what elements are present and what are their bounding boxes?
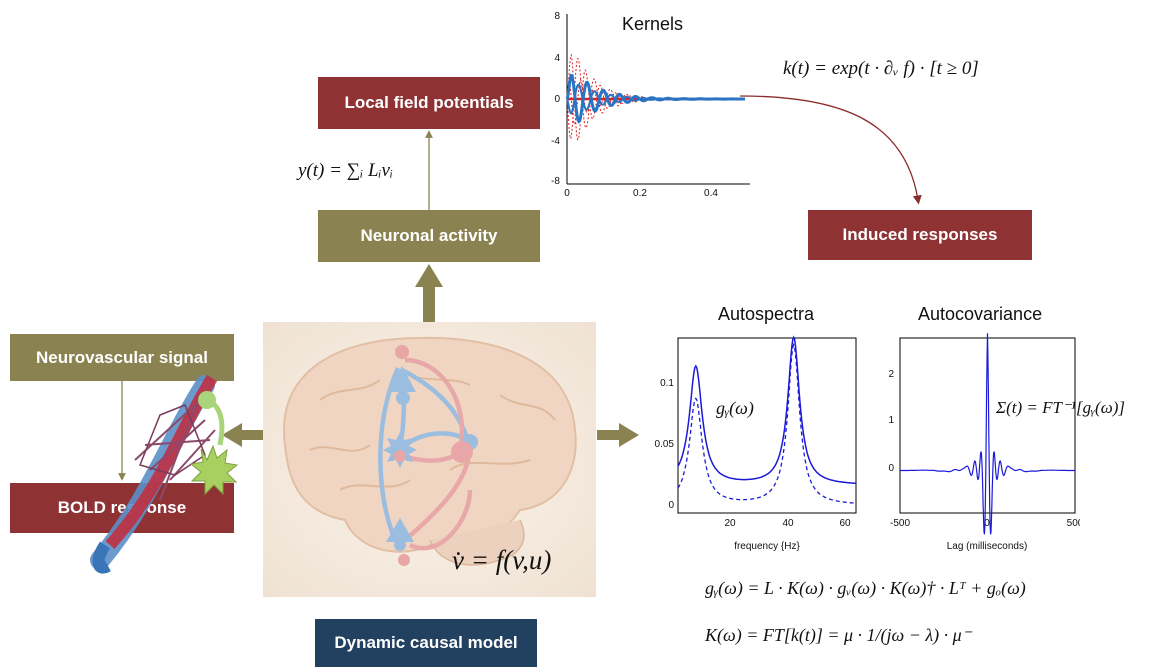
neurovascular-signal-box: Neurovascular signal xyxy=(10,334,234,381)
gy-label: gᵧ(ω) xyxy=(716,398,754,418)
autocov-xtick: -500 xyxy=(890,518,910,529)
autospectra-ytick: 0.05 xyxy=(655,439,675,450)
autospectra-curve xyxy=(677,335,856,485)
autocov-xtick: 0 xyxy=(984,518,990,529)
autospectra-title: Autospectra xyxy=(718,304,815,324)
arrow-dcm-to-neurovascular xyxy=(222,423,264,447)
autospectra-xtick: 20 xyxy=(724,518,736,529)
autospectra-curve xyxy=(677,342,857,504)
local-field-potentials-box: Local field potentials xyxy=(318,77,540,129)
kernels-xtick: 0 xyxy=(564,188,570,199)
blood-vessel-illustration xyxy=(90,374,239,574)
autospectra-xtick: 60 xyxy=(839,518,851,529)
lfp-equation: y(t) = ∑ᵢ Lᵢvᵢ xyxy=(298,160,393,181)
autocov-ytick: 1 xyxy=(888,415,894,426)
kernels-ytick: 4 xyxy=(554,53,560,64)
arrow-kernels-to-induced xyxy=(739,95,922,205)
kernels-xtick: 0.2 xyxy=(633,188,647,199)
autospectra-ytick: 0.1 xyxy=(660,378,674,389)
kernels-title: Kernels xyxy=(622,14,684,34)
sigma-equation: Σ(t) = FT⁻¹[gᵧ(ω)] xyxy=(996,398,1126,417)
autocovariance-title: Autocovariance xyxy=(918,304,1043,324)
dcm-equation: v̇ = f(v,u) xyxy=(452,545,552,575)
kernels-ytick: 8 xyxy=(554,11,560,22)
kernel-equation: k(t) = exp(t · ∂ᵥ f) · [t ≥ 0] xyxy=(783,58,979,79)
neuronal-activity-box: Neuronal activity xyxy=(318,210,540,262)
spectral-density-equation: gᵧ(ω) = L · K(ω) · gᵥ(ω) · K(ω)† · Lᵀ + … xyxy=(705,578,1026,598)
autocov-ytick: 0 xyxy=(888,463,894,474)
kernels-ytick: 0 xyxy=(554,94,560,105)
arrow-dcm-to-neuronal xyxy=(415,264,443,323)
kernels-ytick: -4 xyxy=(551,136,560,147)
kernels-plot: 8 4 0 -4 -8 0 0.2 0.4 xyxy=(551,11,750,199)
autospectra-plot: 0.1 0.05 0 20 40 60 frequency {Hz} xyxy=(655,335,857,552)
autospectra-xtick: 40 xyxy=(782,518,794,529)
kernel-curve xyxy=(566,83,745,115)
arrow-dcm-to-spectra xyxy=(597,423,639,447)
kernels-xtick: 0.4 xyxy=(704,188,718,199)
kernel-curve xyxy=(566,78,745,125)
kernels-ytick: -8 xyxy=(551,176,560,187)
neuron-nodes xyxy=(383,345,478,566)
autocov-ytick: 2 xyxy=(888,369,894,380)
dynamic-causal-model-box: Dynamic causal model xyxy=(315,619,537,667)
autocov-xtick: 500 xyxy=(1067,518,1080,529)
autocovariance-plot: 2 1 0 -500 0 500 Lag (milliseconds) xyxy=(888,333,1080,552)
autocovariance-curve xyxy=(900,333,1075,535)
autospectra-ytick: 0 xyxy=(668,500,674,511)
autospectra-xlabel: frequency {Hz} xyxy=(734,541,800,552)
autocov-xlabel: Lag (milliseconds) xyxy=(947,541,1028,552)
induced-responses-box: Induced responses xyxy=(808,210,1032,260)
transfer-function-equation: K(ω) = FT[k(t)] = μ · 1/(jω − λ) · μ⁻ xyxy=(705,625,972,645)
